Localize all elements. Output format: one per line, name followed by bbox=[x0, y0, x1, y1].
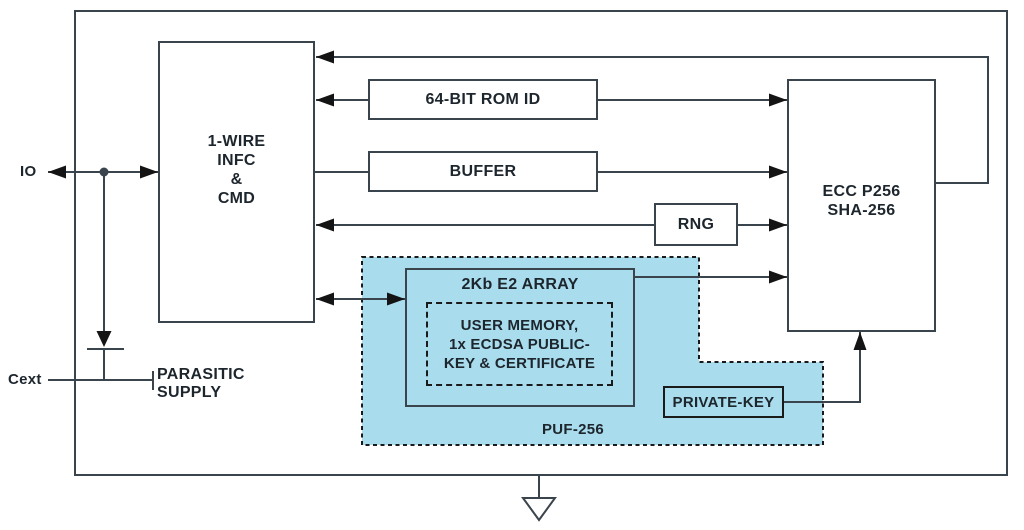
ground-symbol bbox=[521, 497, 557, 522]
puf-region-shade bbox=[361, 256, 824, 446]
ecc-sha-label: ECC P256 SHA-256 bbox=[822, 182, 901, 219]
e2-arrow-right bbox=[387, 292, 405, 306]
rng-arrow-right bbox=[769, 218, 787, 232]
e2-ecc-arrow bbox=[769, 270, 787, 284]
user-memory-block: USER MEMORY, 1x ECDSA PUBLIC- KEY & CERT… bbox=[426, 302, 613, 386]
cext-pin-label: Cext bbox=[8, 371, 42, 388]
e2-arrow-left bbox=[316, 292, 334, 306]
one-wire-label: 1-WIRE INFC & CMD bbox=[207, 133, 266, 207]
ecc-feedback-wire bbox=[316, 56, 989, 184]
privatekey-ecc-wire bbox=[784, 332, 861, 403]
rom-id-block: 64-BIT ROM ID bbox=[368, 79, 598, 120]
feedback-arrow-left bbox=[316, 50, 334, 64]
romid-arrow-left bbox=[316, 93, 334, 107]
rng-arrow-left bbox=[316, 218, 334, 232]
user-memory-label: USER MEMORY, 1x ECDSA PUBLIC- KEY & CERT… bbox=[443, 316, 596, 372]
buffer-arrow-right bbox=[769, 165, 787, 179]
diode-triangle bbox=[96, 331, 112, 347]
chip-boundary bbox=[74, 10, 1008, 476]
rom-id-label: 64-BIT ROM ID bbox=[425, 91, 541, 108]
puf-region-label: PUF-256 bbox=[541, 421, 605, 438]
io-arrow-right bbox=[140, 165, 158, 179]
io-pin-label: IO bbox=[20, 163, 37, 180]
e2-array-block bbox=[405, 268, 635, 407]
buffer-label: BUFFER bbox=[449, 163, 517, 180]
private-key-label: PRIVATE-KEY bbox=[672, 393, 775, 411]
one-wire-block: 1-WIRE INFC & CMD bbox=[158, 41, 315, 323]
private-key-block: PRIVATE-KEY bbox=[663, 386, 784, 418]
e2-array-label: 2Kb E2 ARRAY bbox=[461, 276, 579, 293]
io-arrow-left bbox=[48, 165, 66, 179]
buffer-block: BUFFER bbox=[368, 151, 598, 192]
rng-label: RNG bbox=[677, 216, 715, 233]
privatekey-arrow-up bbox=[853, 332, 867, 350]
parasitic-supply-label: PARASITIC SUPPLY bbox=[157, 366, 245, 401]
ecc-sha-block: ECC P256 SHA-256 bbox=[787, 79, 936, 332]
romid-arrow-right bbox=[769, 93, 787, 107]
rng-block: RNG bbox=[654, 203, 738, 246]
